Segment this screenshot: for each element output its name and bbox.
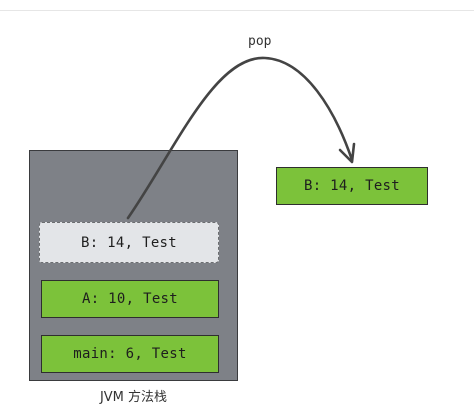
popped-frame-b-label: B: 14, Test [303,178,401,194]
stack-frame-main-label: main: 6, Test [73,346,187,362]
popped-frame-b: B: 14, Test [276,167,428,205]
pop-label: pop [248,34,272,49]
stack-frame-main: main: 6, Test [41,335,219,373]
stack-frame-a-label: A: 10, Test [81,291,179,307]
top-border [0,0,474,11]
pop-arrow-head [338,142,356,164]
stack-frame-a: A: 10, Test [41,280,219,318]
stack-caption: JVM 方法栈 [99,390,168,405]
stack-frame-b-popped: B: 14, Test [39,222,219,263]
stack-frame-b-label: B: 14, Test [80,234,178,251]
